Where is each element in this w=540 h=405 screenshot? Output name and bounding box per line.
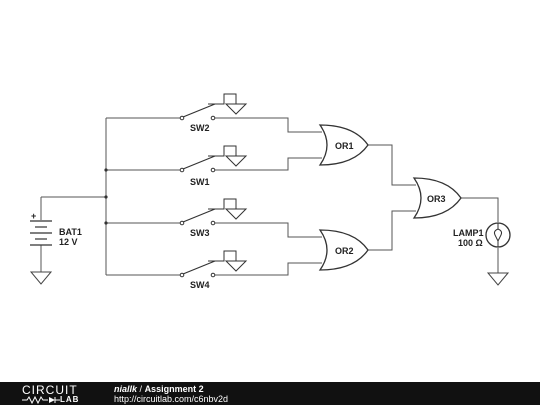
wire-or2-or3 (368, 210, 416, 251)
ground-icon (29, 271, 53, 285)
or-gate-or1[interactable]: OR1 (318, 124, 369, 166)
switch-sw2[interactable]: SW2 (179, 93, 248, 133)
switch-sw3[interactable]: SW3 (179, 198, 248, 238)
ground-icon (486, 272, 510, 286)
lamp-lamp1[interactable]: LAMP1 100 Ω (453, 222, 511, 248)
switch-label: SW3 (190, 228, 210, 238)
circuit-url-link[interactable]: http://circuitlab.com/c6nbv2d (114, 394, 229, 404)
battery-value-label: 12 V (59, 237, 78, 247)
schematic-canvas: + BAT1 12 V SW2 SW1 SW3 SW4 (29, 93, 511, 290)
lamp-name-label: LAMP1 (453, 228, 484, 238)
switch-label: SW2 (190, 123, 210, 133)
wire-or3-lamp (460, 197, 499, 222)
resistor-diode-icon (22, 396, 60, 404)
circuit-meta: niallk / Assignment 2 http://circuitlab.… (114, 384, 228, 404)
gate-label: OR2 (335, 246, 354, 256)
author-link[interactable]: niallk (114, 384, 138, 394)
junction-dot (104, 195, 108, 199)
logo-lab-text: LAB (60, 395, 80, 404)
meta-separator: / (139, 384, 143, 394)
gate-label: OR1 (335, 141, 354, 151)
battery-bat1[interactable]: + BAT1 12 V (30, 211, 82, 247)
switch-label: SW1 (190, 177, 210, 187)
junction-dot (104, 221, 108, 225)
battery-plus-sign: + (31, 211, 36, 221)
wire-or1-or3 (368, 144, 416, 186)
wire-sw2-or1 (214, 117, 322, 133)
circuitlab-logo[interactable]: CIRCUIT LAB (22, 384, 97, 404)
wire-sw1-or1 (214, 157, 322, 171)
switch-label: SW4 (190, 280, 210, 290)
junction-dot (104, 168, 108, 172)
switch-sw4[interactable]: SW4 (179, 250, 248, 290)
lamp-value-label: 100 Ω (458, 238, 483, 248)
switch-sw1[interactable]: SW1 (179, 145, 248, 187)
logo-lab-row: LAB (22, 396, 97, 404)
or-gate-or2[interactable]: OR2 (318, 229, 369, 271)
circuit-title[interactable]: Assignment 2 (144, 384, 204, 394)
logo-circuit-text: CIRCUIT (22, 383, 78, 397)
or-gate-or3[interactable]: OR3 (412, 177, 462, 219)
gate-label: OR3 (427, 194, 446, 204)
wire-sw3-or2 (214, 222, 322, 238)
footer-bar: CIRCUIT LAB niallk / Assignment 2 http:/… (0, 382, 540, 405)
wire-sw4-or2 (214, 262, 322, 276)
battery-name-label: BAT1 (59, 227, 82, 237)
